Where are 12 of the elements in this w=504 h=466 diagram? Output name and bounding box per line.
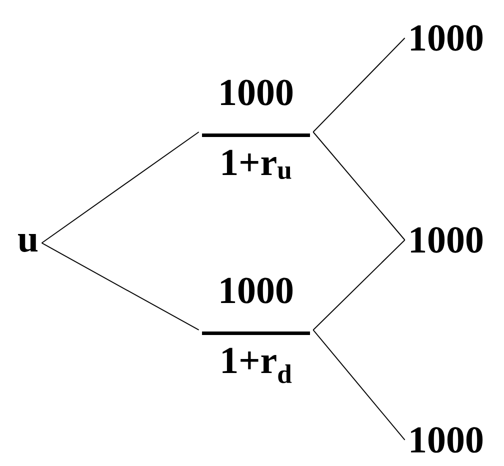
- connector-line: [41, 132, 200, 244]
- connector-line: [312, 38, 406, 132]
- connector-line: [312, 132, 406, 240]
- node-label: 1000: [411, 25, 483, 51]
- connector-line: [41, 242, 200, 330]
- connector-line: [312, 329, 406, 440]
- node-label: 1000: [411, 427, 483, 453]
- fraction-node: 1000 1+r$_{d}$: [202, 278, 310, 384]
- fraction-node: 1000 1+r$_{u}$: [202, 80, 310, 180]
- node-label: 1000: [411, 227, 483, 253]
- connector-line: [312, 240, 406, 330]
- node-label: u: [18, 234, 38, 252]
